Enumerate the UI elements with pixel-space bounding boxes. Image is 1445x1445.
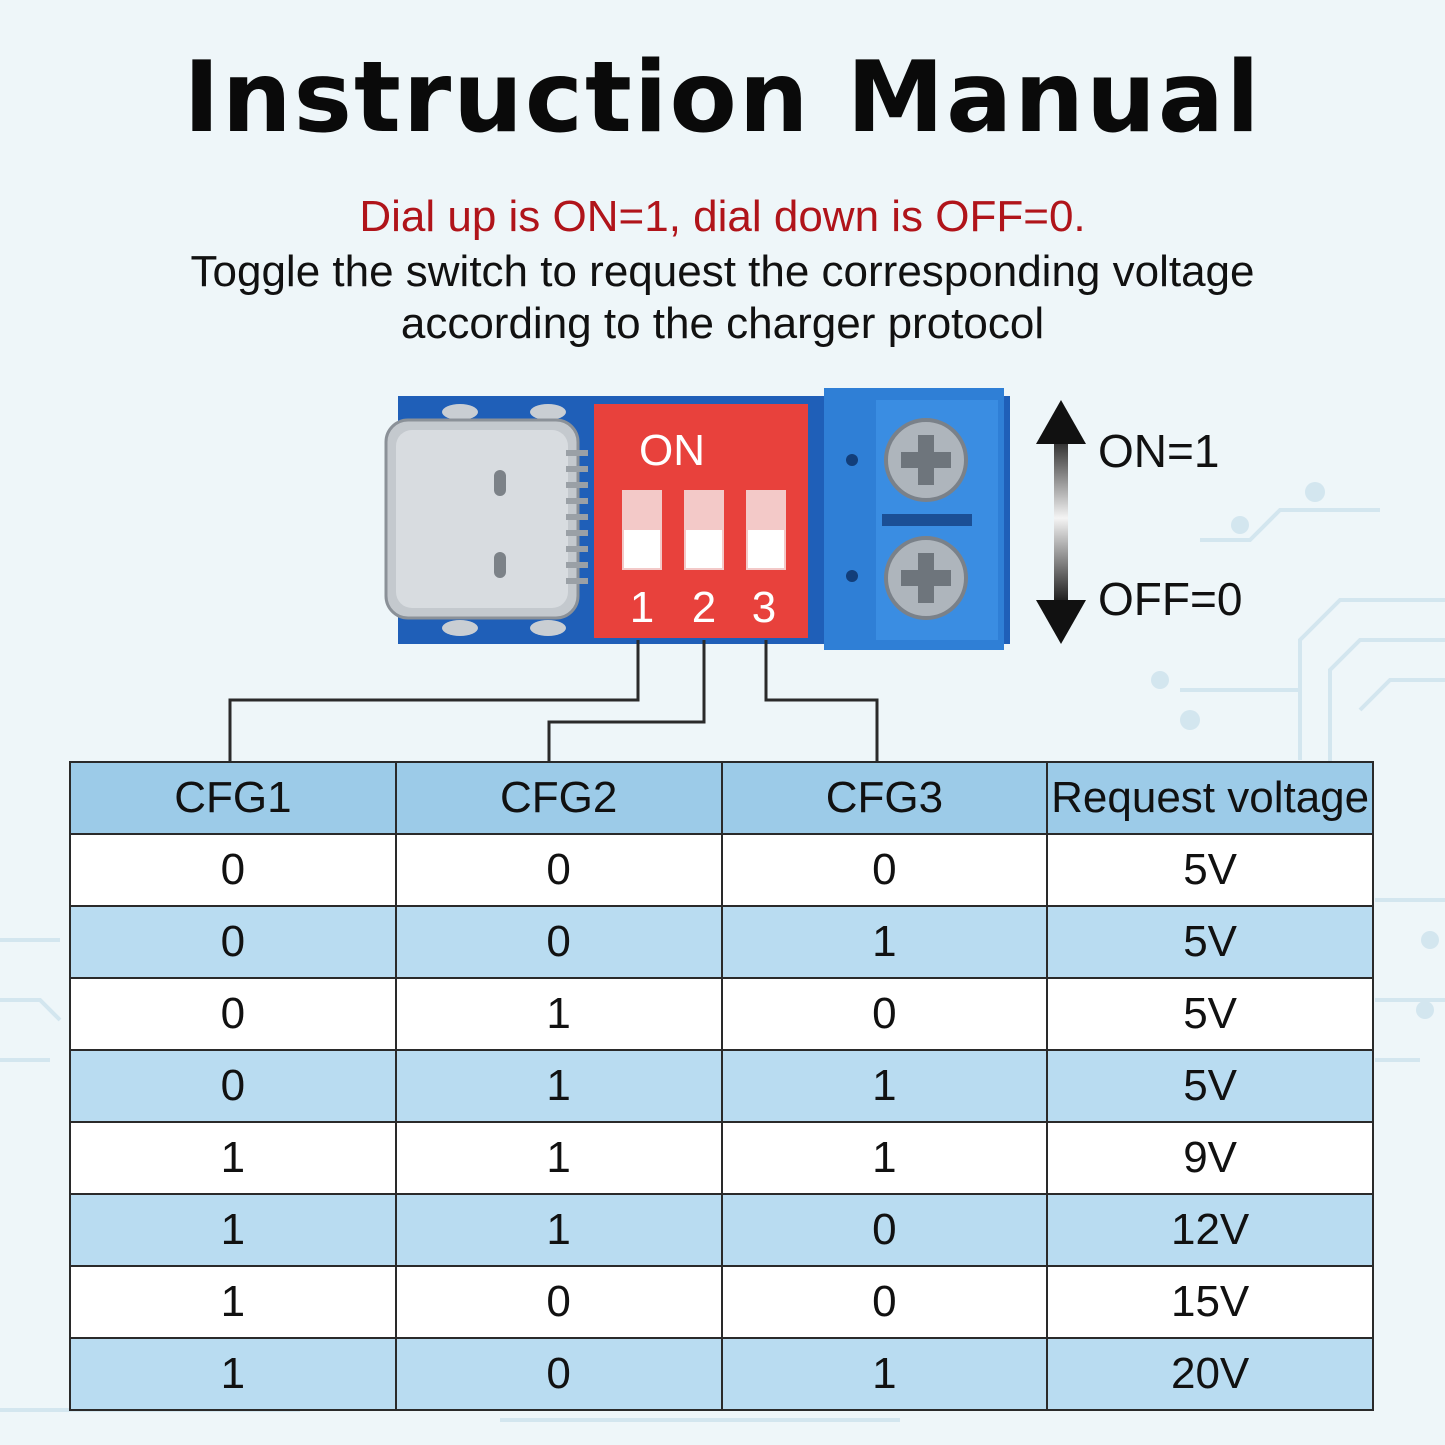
cell-voltage: 9V [1046, 1121, 1374, 1195]
dip-toggle-3 [748, 530, 784, 568]
screw-bottom-icon [884, 536, 968, 620]
cell-cfg3: 0 [720, 833, 1049, 907]
instruction-line-1: Toggle the switch to request the corresp… [190, 247, 1255, 296]
cell-cfg2: 0 [394, 905, 723, 979]
table-row: 0 1 1 5V [69, 1049, 1374, 1123]
table-row: 0 0 1 5V [69, 905, 1374, 979]
cell-voltage: 5V [1046, 905, 1374, 979]
table-row: 0 1 0 5V [69, 977, 1374, 1051]
cell-cfg3: 1 [720, 1337, 1049, 1411]
cell-cfg1: 1 [69, 1193, 397, 1267]
header-request-voltage: Request voltage [1046, 761, 1374, 835]
voltage-config-table: CFG1 CFG2 CFG3 Request voltage 0 0 0 5V … [69, 761, 1374, 1411]
cell-cfg1: 0 [69, 905, 397, 979]
cell-cfg3: 1 [720, 1049, 1049, 1123]
cell-cfg3: 0 [720, 1193, 1049, 1267]
dip-on-label: ON [639, 426, 705, 475]
dial-instruction-red: Dial up is ON=1, dial down is OFF=0. [359, 192, 1086, 241]
dip-number-3: 3 [752, 583, 776, 632]
cell-voltage: 5V [1046, 977, 1374, 1051]
pcb-pad [442, 404, 478, 420]
header-cfg1: CFG1 [69, 761, 397, 835]
cell-voltage: 15V [1046, 1265, 1374, 1339]
pd-trigger-board-illustration: ON 1 2 3 [384, 388, 1086, 650]
table-row: 0 0 0 5V [69, 833, 1374, 907]
dip-number-1: 1 [630, 583, 654, 632]
pcb-pad [530, 404, 566, 420]
cell-cfg1: 0 [69, 1049, 397, 1123]
dip-number-2: 2 [692, 583, 716, 632]
cell-cfg1: 1 [69, 1265, 397, 1339]
cell-voltage: 12V [1046, 1193, 1374, 1267]
cell-cfg2: 0 [394, 1265, 723, 1339]
cell-voltage: 5V [1046, 833, 1374, 907]
cell-cfg2: 1 [394, 1121, 723, 1195]
cell-cfg3: 1 [720, 1121, 1049, 1195]
cell-cfg1: 0 [69, 833, 397, 907]
table-row: 1 1 0 12V [69, 1193, 1374, 1267]
cell-cfg3: 0 [720, 977, 1049, 1051]
cell-cfg3: 1 [720, 905, 1049, 979]
table-header-row: CFG1 CFG2 CFG3 Request voltage [69, 761, 1374, 835]
table-row: 1 0 1 20V [69, 1337, 1374, 1411]
header-cfg2: CFG2 [394, 761, 723, 835]
cell-voltage: 5V [1046, 1049, 1374, 1123]
up-down-arrow-icon [1036, 400, 1086, 644]
table-row: 1 1 1 9V [69, 1121, 1374, 1195]
cell-cfg1: 0 [69, 977, 397, 1051]
screw-top-icon [884, 418, 968, 502]
cell-cfg2: 1 [394, 1193, 723, 1267]
off-label: OFF=0 [1098, 573, 1243, 625]
cell-cfg2: 1 [394, 977, 723, 1051]
instruction-line-2: according to the charger protocol [400, 299, 1045, 348]
instruction-text: Toggle the switch to request the corresp… [0, 246, 1445, 350]
on-label: ON=1 [1098, 425, 1220, 477]
cell-cfg1: 1 [69, 1121, 397, 1195]
cell-cfg2: 0 [394, 1337, 723, 1411]
cell-cfg2: 1 [394, 1049, 723, 1123]
pcb-pad [530, 620, 566, 636]
cell-cfg1: 1 [69, 1337, 397, 1411]
table-row: 1 0 0 15V [69, 1265, 1374, 1339]
dip-toggle-2 [686, 530, 722, 568]
cell-cfg3: 0 [720, 1265, 1049, 1339]
header-cfg3: CFG3 [720, 761, 1049, 835]
cell-voltage: 20V [1046, 1337, 1374, 1411]
page-title: Instruction Manual [183, 41, 1262, 155]
pcb-pad [442, 620, 478, 636]
dip-toggle-1 [624, 530, 660, 568]
cell-cfg2: 0 [394, 833, 723, 907]
